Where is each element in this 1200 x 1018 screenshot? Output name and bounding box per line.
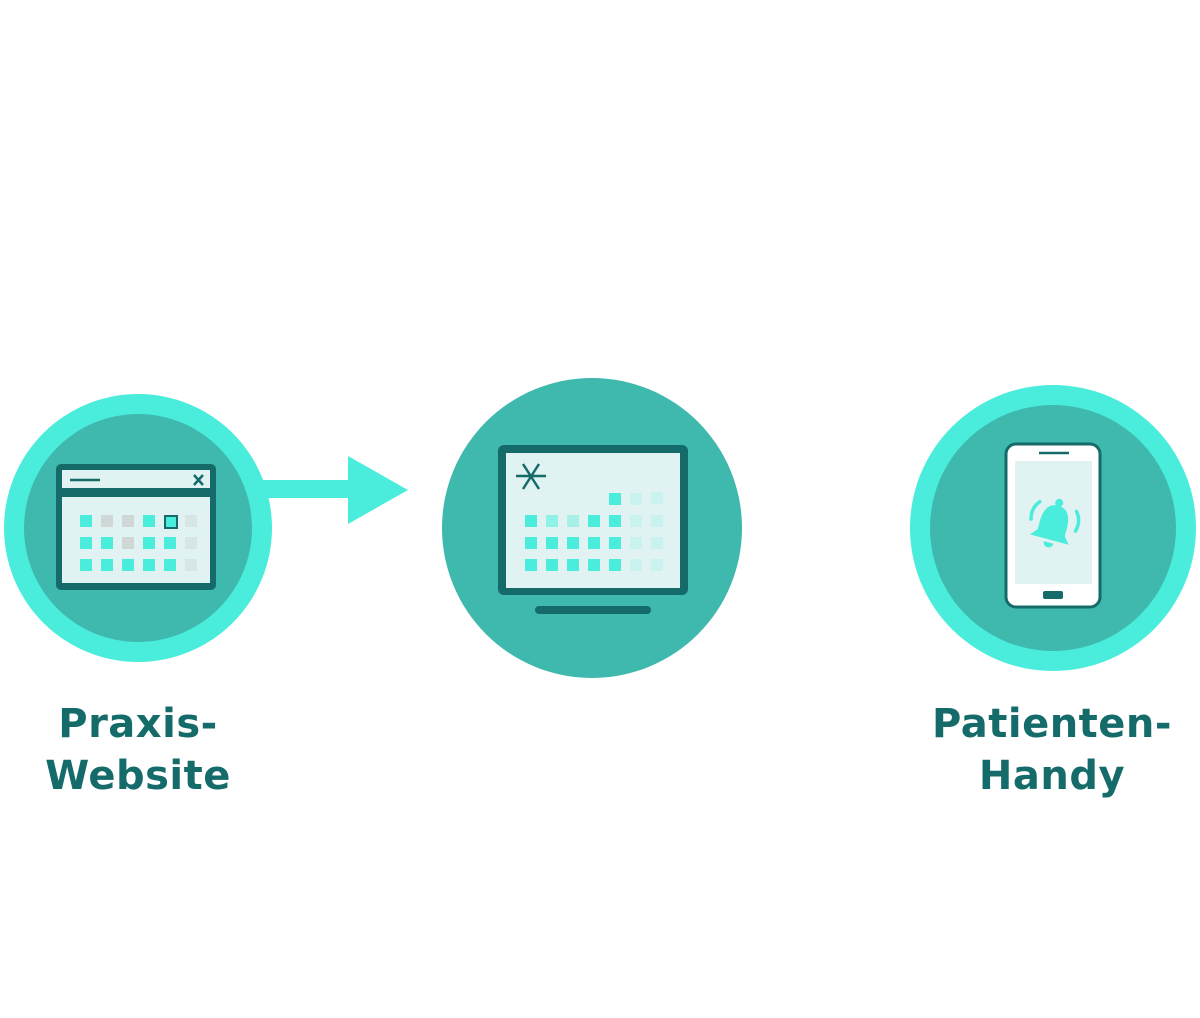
- calendar-cell: [546, 515, 558, 527]
- calendar-cell: [164, 559, 176, 571]
- calendar-cell: [651, 537, 663, 549]
- monitor-calendar-icon: [498, 445, 688, 614]
- calendar-cell: [122, 559, 134, 571]
- calendar-cell: [164, 537, 176, 549]
- asterisk-icon: [516, 463, 546, 490]
- calendar-cell: [143, 515, 155, 527]
- calendar-cell: [525, 537, 537, 549]
- label-line: Website: [45, 753, 231, 799]
- calendar-cell: [80, 515, 92, 527]
- bell-icon: [1029, 498, 1081, 548]
- browser-calendar-icon: [56, 464, 216, 590]
- calendar-cell: [185, 559, 197, 571]
- node-patienten-handy: [910, 385, 1196, 671]
- calendar-cell: [588, 515, 600, 527]
- phone-bell-icon: [1004, 442, 1102, 609]
- calendar-cell: [651, 559, 663, 571]
- calendar-cell: [630, 515, 642, 527]
- calendar-cell: [588, 537, 600, 549]
- arrow-right-icon: [262, 456, 408, 524]
- calendar-cell: [609, 515, 621, 527]
- calendar-cell: [567, 537, 579, 549]
- calendar-cell: [588, 559, 600, 571]
- calendar-cell: [80, 559, 92, 571]
- calendar-cell: [143, 537, 155, 549]
- label-patienten-handy: Patienten- Handy: [904, 698, 1200, 802]
- calendar-cell: [185, 537, 197, 549]
- calendar-cell: [122, 515, 134, 527]
- calendar-cell: [122, 537, 134, 549]
- calendar-cell: [101, 515, 113, 527]
- calendar-cell: [525, 515, 537, 527]
- calendar-cell: [546, 537, 558, 549]
- calendar-cell: [630, 537, 642, 549]
- calendar-cell: [609, 537, 621, 549]
- calendar-cell: [609, 559, 621, 571]
- calendar-cell: [164, 515, 178, 529]
- node-praxis-website: [4, 394, 272, 662]
- calendar-cell: [101, 537, 113, 549]
- calendar-cell: [80, 537, 92, 549]
- calendar-cell: [546, 559, 558, 571]
- label-praxis-website: Praxis- Website: [0, 698, 276, 802]
- calendar-cell: [101, 559, 113, 571]
- calendar-cell: [567, 515, 579, 527]
- calendar-cell: [567, 559, 579, 571]
- calendar-cell: [609, 493, 621, 505]
- calendar-cell: [651, 515, 663, 527]
- calendar-cell: [651, 492, 663, 504]
- node-center: [442, 378, 742, 678]
- calendar-cell: [630, 559, 642, 571]
- label-line: Praxis-: [58, 701, 218, 747]
- label-line: Patienten-: [932, 701, 1172, 747]
- calendar-cell: [143, 559, 155, 571]
- label-line: Handy: [978, 753, 1126, 799]
- calendar-cell: [525, 559, 537, 571]
- calendar-cell: [185, 515, 197, 527]
- calendar-cell: [630, 493, 642, 505]
